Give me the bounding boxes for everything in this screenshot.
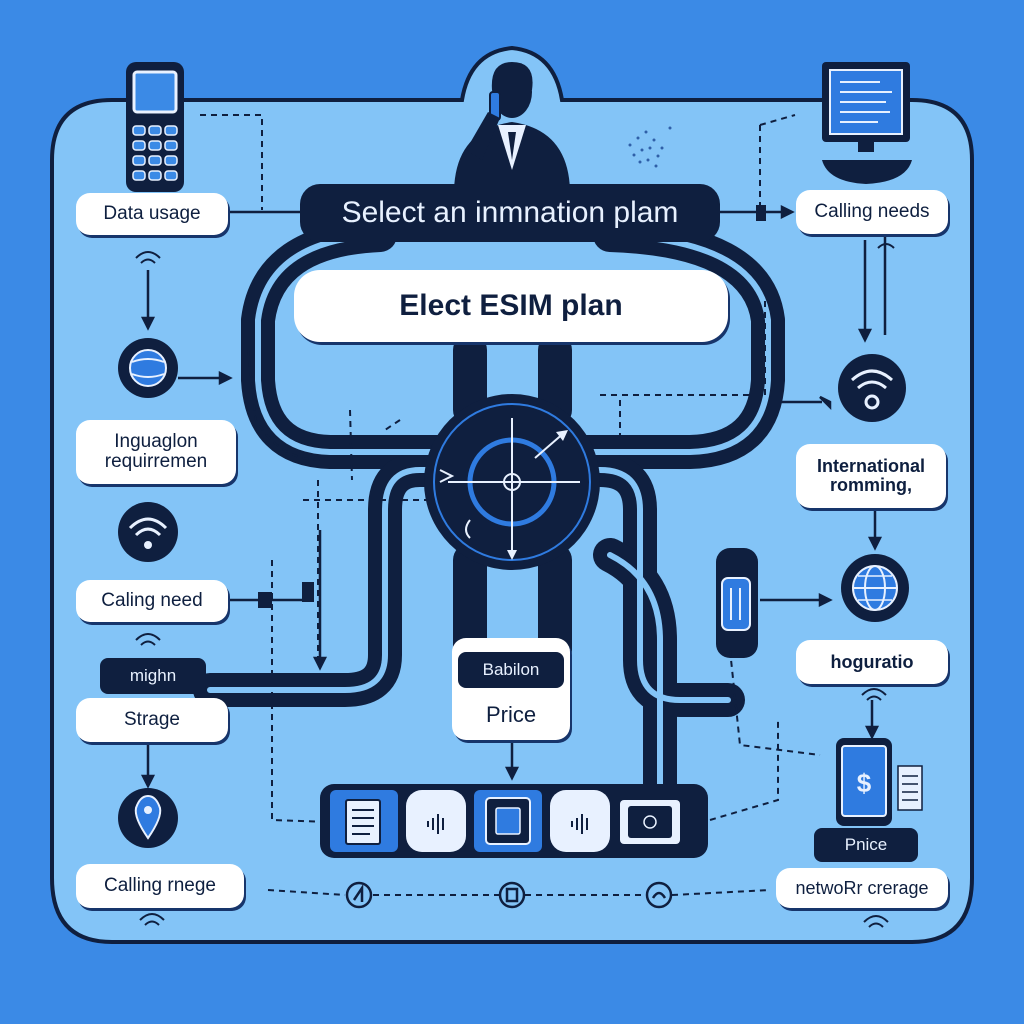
label-data-usage: Data usage — [76, 193, 228, 235]
label-international-roaming: International romming, — [796, 444, 946, 508]
location-pin-icon — [118, 788, 178, 848]
label-storage: Strage — [76, 698, 228, 742]
svg-text:$: $ — [857, 768, 872, 798]
label-center-price: Price — [485, 702, 537, 728]
label-integration-requirements: Inguaglon requirremen — [76, 420, 236, 484]
label-price-right: Pnice — [814, 828, 918, 862]
sound-wave-icon — [427, 814, 588, 834]
dashed-connectors — [200, 114, 821, 896]
label-holographic: hoguratio — [796, 640, 948, 684]
bottom-toolbar — [320, 784, 708, 858]
subtitle-banner: Elect ESIM plan — [294, 270, 728, 342]
label-calling-range: Calling rnege — [76, 864, 244, 908]
smartphone-dollar-icon: $ — [836, 738, 892, 826]
label-might: mighn — [100, 658, 206, 694]
feature-phone-icon — [126, 62, 184, 192]
desktop-monitor-icon — [822, 62, 912, 184]
person-on-phone-icon — [454, 62, 570, 190]
label-calling-needs: Calling needs — [796, 190, 948, 234]
sparkle-dots — [628, 126, 672, 168]
wifi-icon — [118, 502, 178, 562]
wifi-icon — [838, 354, 906, 422]
signal-waves — [135, 243, 895, 928]
globe-icon — [118, 338, 178, 398]
label-center-badge: Babilon — [458, 652, 564, 688]
label-network-coverage: netwoRr crerage — [776, 868, 948, 908]
main-title-banner: Select an inmnation plam — [300, 184, 720, 242]
solid-arrows — [140, 204, 887, 789]
label-calling-need: Caling need — [76, 580, 228, 622]
compass-icon — [424, 394, 600, 570]
bottom-mini-icons — [345, 881, 673, 909]
globe-icon — [841, 554, 909, 622]
receipt-icon — [897, 765, 923, 811]
